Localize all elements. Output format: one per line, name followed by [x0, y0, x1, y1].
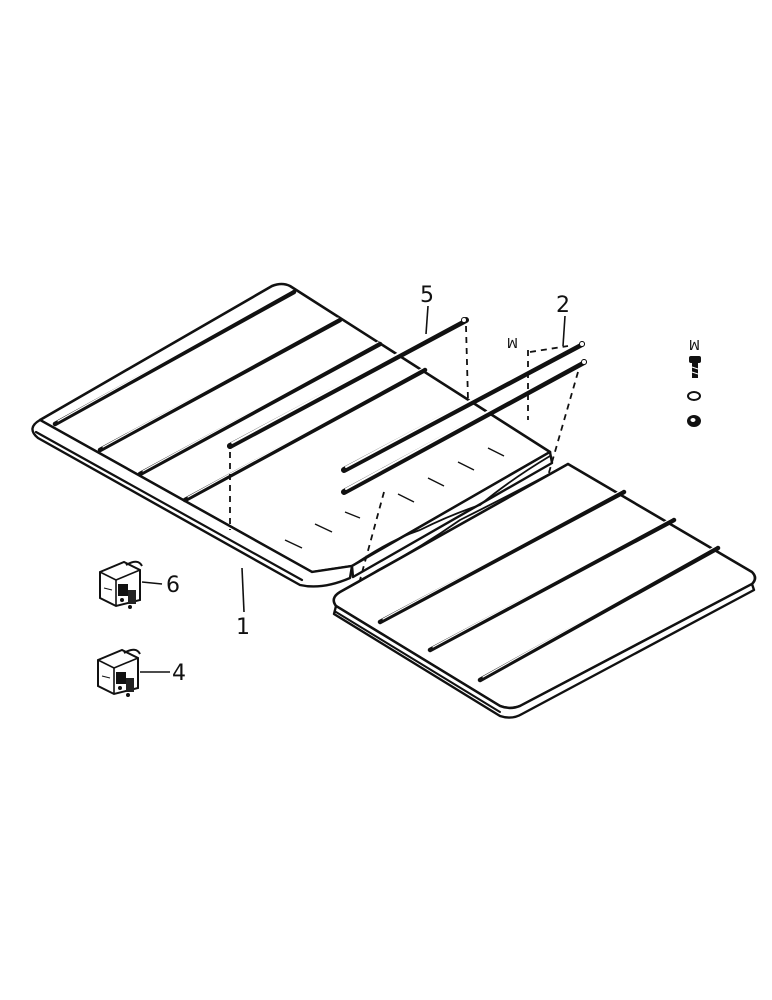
hardware-stack	[687, 356, 701, 427]
leader-lines	[140, 305, 566, 673]
projection-lines-rod-single	[229, 325, 469, 530]
floor-panel-right-ribs	[377, 489, 721, 683]
clip-upper	[99, 560, 143, 609]
callout-floor-panel: 1	[236, 615, 250, 640]
floor-panel-right	[332, 462, 757, 719]
hardware-tag-right: M	[689, 336, 700, 351]
floor-panel-left	[31, 282, 554, 588]
floor-panel-left-hatching	[284, 447, 505, 549]
nut-icon	[687, 415, 701, 427]
washer-icon	[687, 391, 701, 401]
floor-panel-left-ribs	[52, 289, 428, 503]
callout-rod-single: 5	[420, 283, 434, 308]
rod-single	[227, 317, 469, 449]
callout-rod-pair: 2	[556, 293, 570, 318]
rod-pair	[341, 341, 587, 495]
projection-lines-rod-pair	[359, 345, 579, 581]
callout-clip-lower: 4	[172, 661, 186, 686]
clip-lower	[97, 648, 141, 697]
hardware-tag-left: M	[507, 334, 518, 349]
callout-clip-upper: 6	[166, 573, 180, 598]
bolt-icon	[689, 356, 701, 378]
